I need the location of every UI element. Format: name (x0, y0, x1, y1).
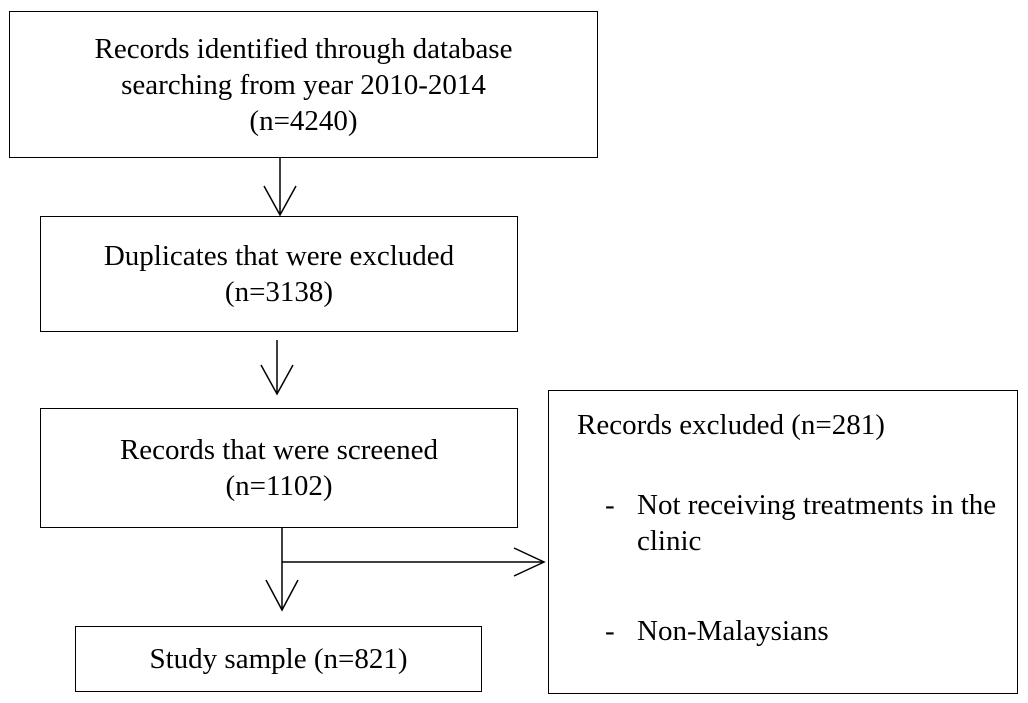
arrow-head (513, 547, 546, 577)
arrow-head (260, 364, 294, 396)
study-sample-label: Study sample (n=821) (149, 643, 408, 675)
records-identified-count: (n=4240) (249, 104, 358, 137)
arrow-identified-to-duplicates (263, 158, 297, 217)
exclusion-reason-text: Non-Malaysians (637, 615, 829, 647)
records-screened-count: (n=1102) (225, 470, 333, 502)
arrow-screened-to-study-sample (265, 528, 299, 612)
duplicates-excluded-box: Duplicates that were excluded (n=3138) (40, 216, 518, 332)
records-screened-box: Records that were screened (n=1102) (40, 408, 518, 528)
exclusion-reason-text: Not receiving treatments in the clinic (637, 489, 997, 557)
arrow-head (265, 579, 299, 612)
bullet-dash: - (605, 489, 615, 521)
arrow-duplicates-to-screened (260, 340, 294, 396)
arrow-head (263, 185, 297, 217)
records-identified-box: Records identified through database sear… (9, 11, 598, 158)
arrow-to-records-excluded (282, 547, 546, 577)
records-screened-label: Records that were screened (119, 434, 439, 466)
duplicates-excluded-label: Duplicates that were excluded (103, 240, 455, 272)
records-excluded-title: Records excluded (n=281) (577, 409, 885, 441)
records-identified-line-1: Records identified through database (94, 32, 513, 65)
duplicates-excluded-count: (n=3138) (224, 276, 334, 308)
records-identified-line-2: searching from year 2010-2014 (121, 68, 486, 101)
study-sample-box: Study sample (n=821) (75, 626, 482, 692)
records-excluded-box: Records excluded (n=281) - Not receiving… (548, 390, 1018, 694)
bullet-dash: - (605, 615, 615, 647)
